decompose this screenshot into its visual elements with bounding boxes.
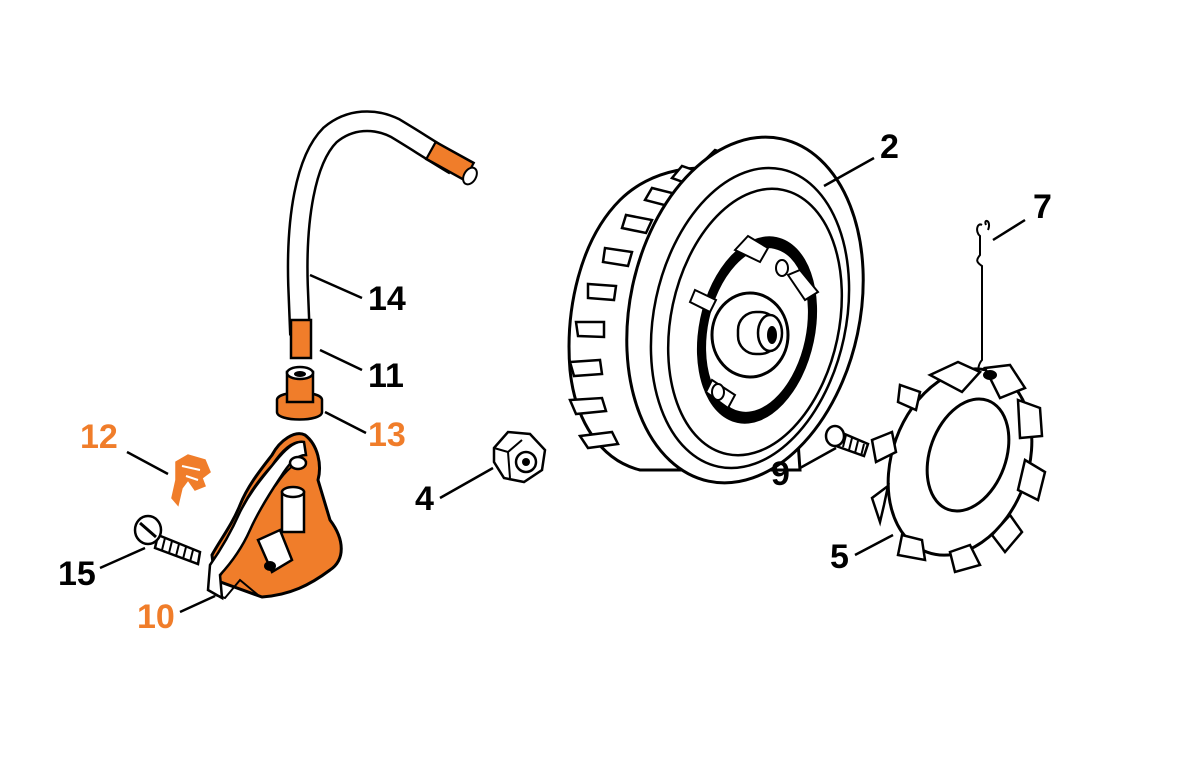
- callout-9: 9: [771, 455, 790, 493]
- callout-7: 7: [1033, 188, 1052, 226]
- lead-clip-part: [171, 454, 211, 507]
- callout-12: 12: [80, 418, 118, 456]
- carrier-screw-part: [824, 424, 870, 458]
- callout-labels: 2 4 5 7 9 10 11 12 13 14 15: [58, 128, 1052, 636]
- ignition-module-part: [206, 432, 343, 601]
- ignition-lead-part: [286, 110, 478, 360]
- callout-13: 13: [368, 416, 406, 454]
- leader-lines: [99, 156, 1026, 614]
- spring-part: [976, 219, 991, 382]
- callout-14: 14: [368, 280, 406, 318]
- module-screw-part: [133, 514, 202, 566]
- callout-11: 11: [368, 357, 404, 395]
- callout-2: 2: [880, 128, 899, 166]
- callout-4: 4: [415, 480, 434, 518]
- callout-10: 10: [137, 598, 175, 636]
- flywheel-part: [567, 135, 865, 485]
- callout-15: 15: [58, 555, 96, 593]
- callout-5: 5: [830, 538, 849, 576]
- flywheel-nut-part: [492, 430, 547, 484]
- sleeve-part: [275, 365, 324, 421]
- pawl-carrier-part: [870, 360, 1047, 574]
